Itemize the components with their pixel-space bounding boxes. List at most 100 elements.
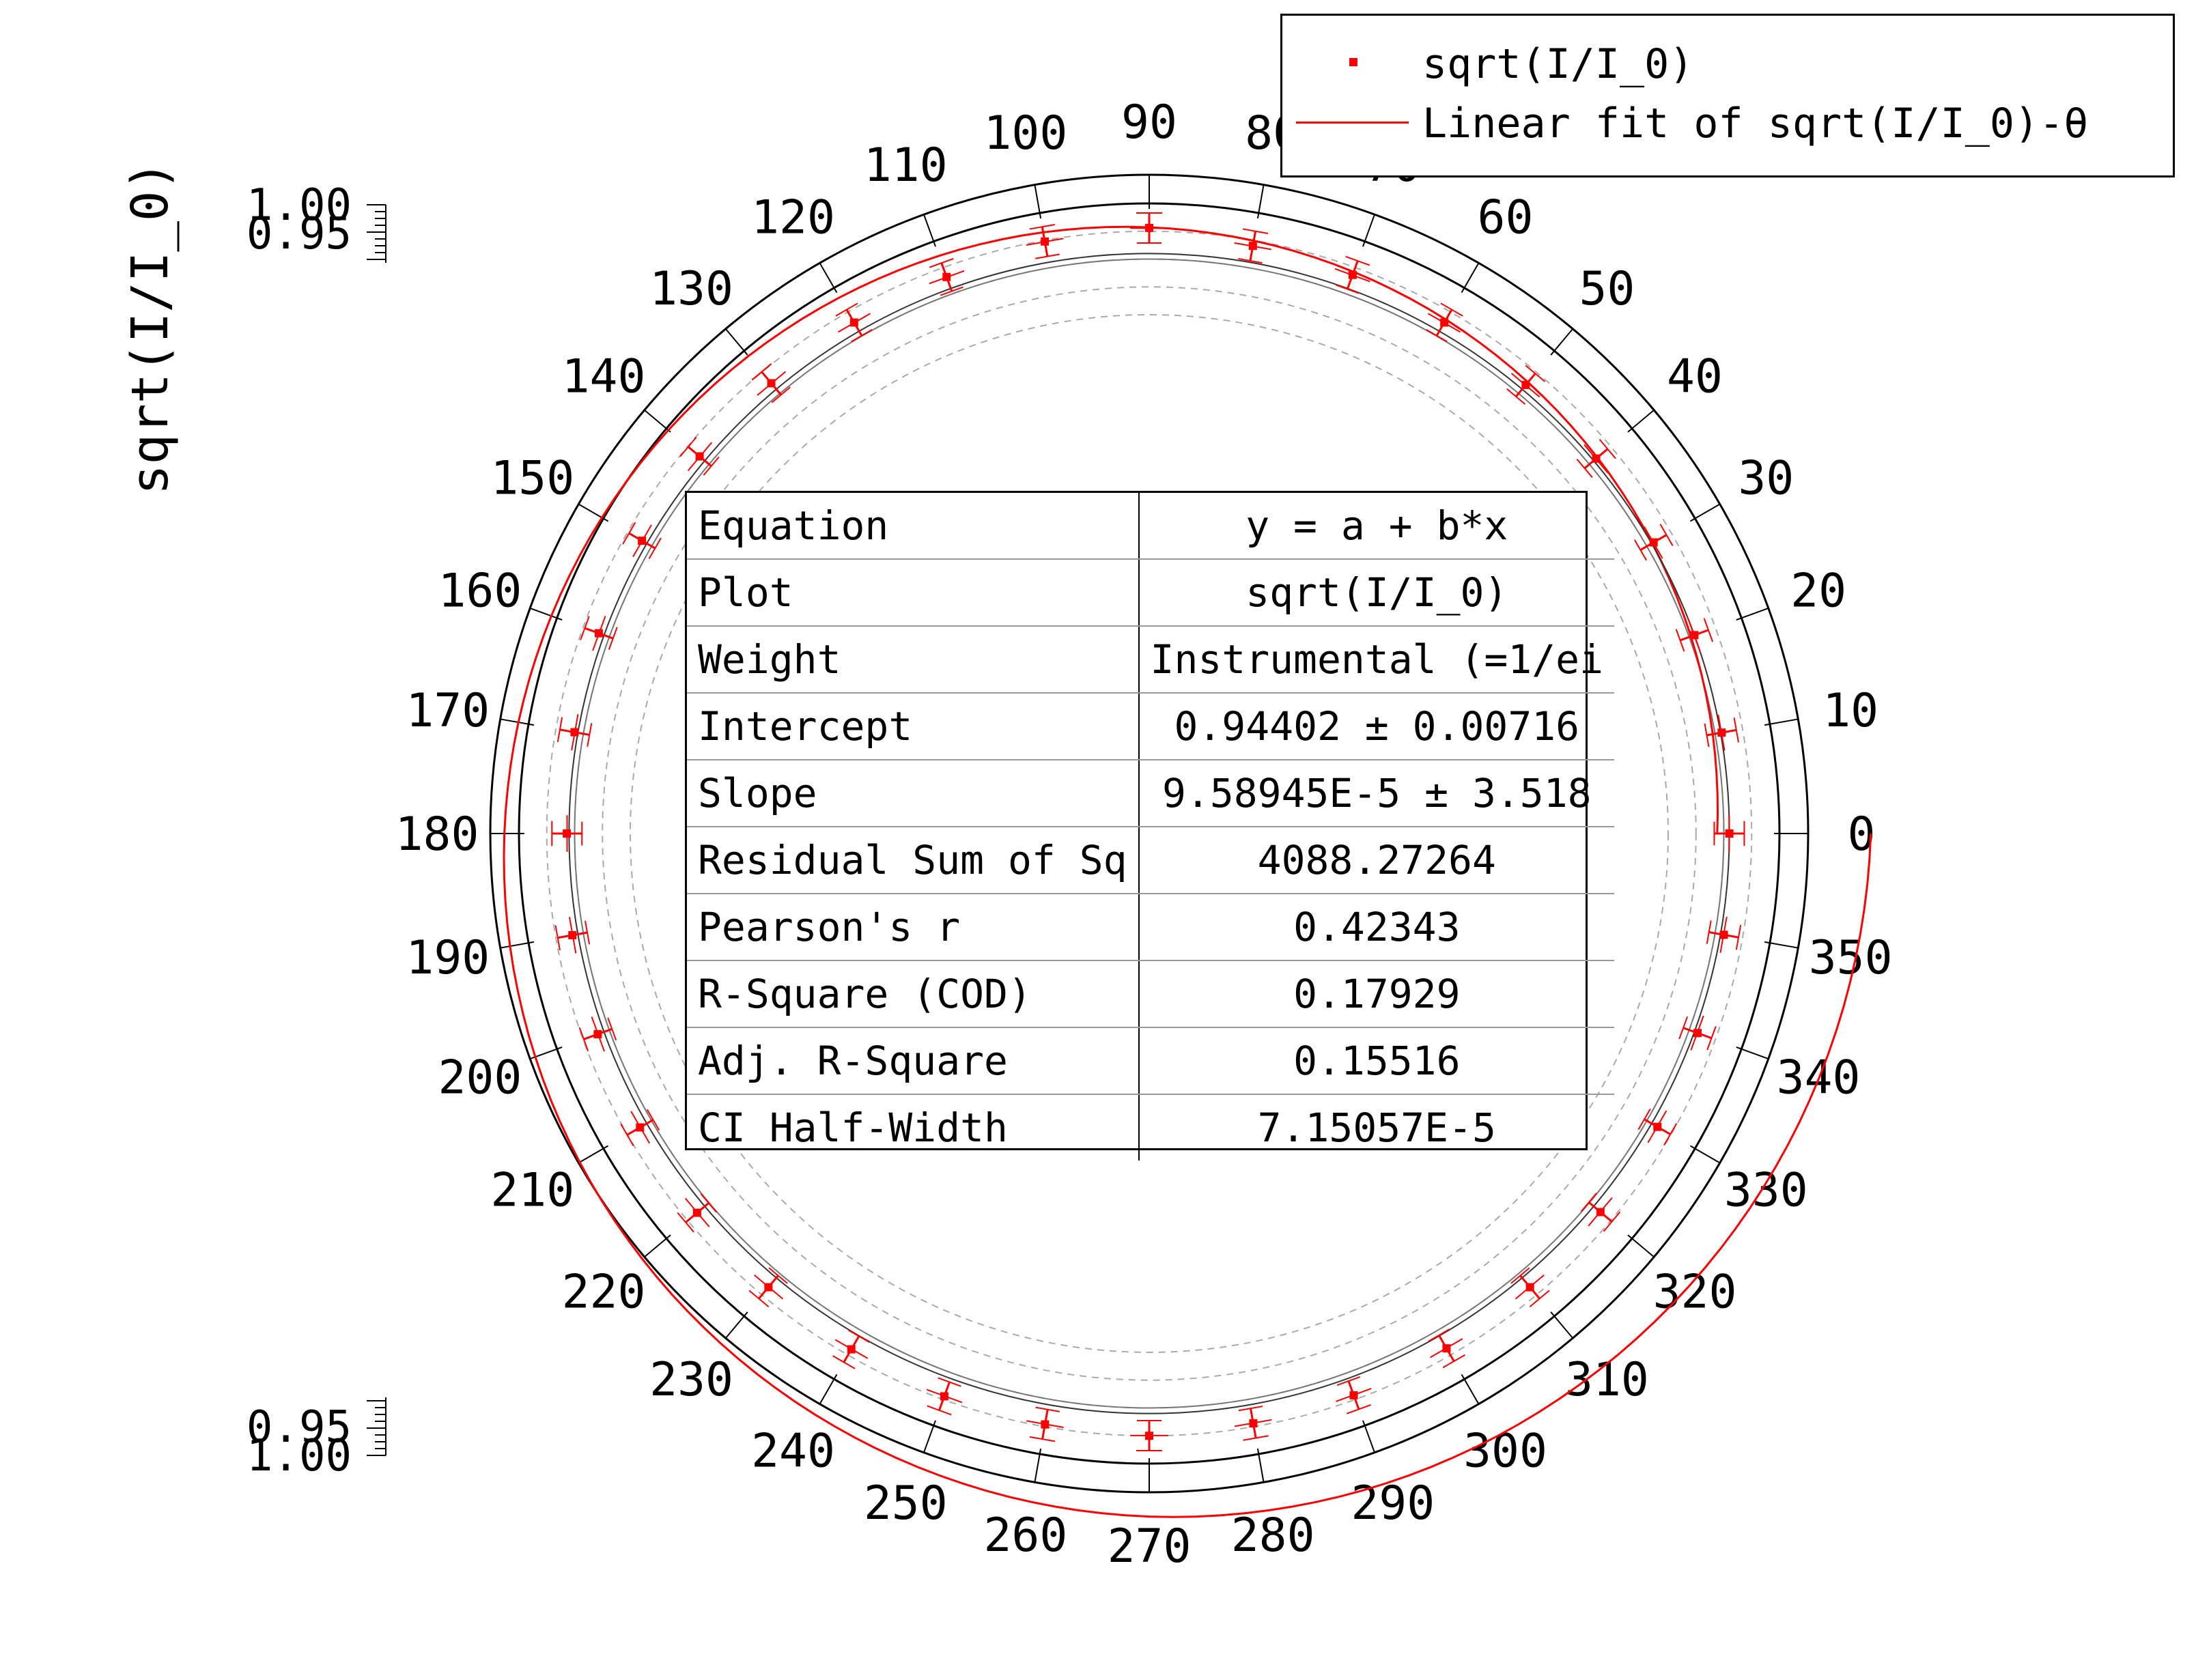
- error-bar-cap: [1029, 1436, 1056, 1442]
- error-bar-cap: [622, 522, 636, 545]
- angle-tick-label: 30: [1738, 452, 1794, 506]
- data-point-marker: [942, 272, 951, 281]
- error-bar-cap: [608, 627, 618, 650]
- radial-tick-label: 1.00: [247, 180, 352, 231]
- data-point: [1580, 1193, 1621, 1232]
- fit-table-label: Adj. R-Square: [687, 1027, 1140, 1095]
- angle-tick: [923, 1420, 936, 1453]
- angle-tick-label: 130: [649, 262, 733, 316]
- radial-tick-label: 0.95: [247, 1402, 352, 1453]
- data-point-marker: [1041, 237, 1050, 246]
- error-bar-cap: [679, 436, 697, 457]
- angle-tick-label: 210: [490, 1164, 574, 1218]
- fit-table-value: Instrumental (=1/ei: [1138, 626, 1615, 694]
- data-point: [1130, 1420, 1168, 1452]
- fit-table-value: 7.15057E-5: [1257, 1105, 1496, 1151]
- angle-tick-label: 110: [864, 139, 948, 193]
- angle-tick: [1550, 1311, 1574, 1339]
- error-bar-cap: [578, 1027, 589, 1052]
- data-point: [557, 714, 593, 751]
- error-bar-cap: [1506, 388, 1526, 405]
- angle-tick-label: 20: [1790, 564, 1846, 618]
- angle-tick-label: 60: [1478, 191, 1534, 245]
- angle-tick-label: 150: [490, 452, 574, 506]
- data-point: [1706, 916, 1742, 953]
- angle-tick-label: 200: [438, 1051, 522, 1105]
- error-bar-cap: [1706, 1026, 1717, 1051]
- angle-tick: [1034, 184, 1042, 219]
- error-bar-cap: [1035, 1406, 1060, 1412]
- error-bar-cap: [1576, 458, 1593, 478]
- data-point-marker: [1649, 538, 1658, 547]
- error-bar-cap: [1706, 920, 1712, 944]
- error-bar-cap: [851, 329, 873, 343]
- error-bar-cap: [607, 1017, 617, 1041]
- y-axis-label-text: sqrt(I/I_0): [121, 160, 180, 496]
- data-point-marker: [1693, 1029, 1702, 1038]
- angle-tick-label: 230: [649, 1353, 733, 1407]
- data-point-marker: [940, 1392, 948, 1401]
- data-point-marker: [692, 1208, 701, 1217]
- angle-tick-label: 310: [1565, 1353, 1649, 1407]
- data-point-marker: [849, 318, 858, 327]
- error-bar-cap: [1663, 1123, 1678, 1146]
- angle-tick: [1550, 328, 1574, 356]
- grid-circle: [546, 230, 1753, 1437]
- data-point: [1026, 1406, 1064, 1442]
- angle-tick-label: 50: [1579, 262, 1635, 316]
- error-bar-cap: [585, 920, 591, 945]
- data-point: [1336, 1376, 1372, 1414]
- fit-table-value: sqrt(I/I_0): [1138, 559, 1615, 627]
- legend-item-fit: Linear fit of sqrt(I/I_0)-θ: [1282, 96, 2173, 150]
- angle-tick: [1689, 1145, 1721, 1164]
- error-bar-cap: [929, 257, 954, 268]
- fit-table-label: Plot: [687, 559, 1140, 627]
- legend-label: Linear fit of sqrt(I/I_0)-θ: [1422, 100, 2089, 147]
- angle-tick: [1764, 718, 1799, 726]
- data-point-marker: [1041, 1420, 1050, 1429]
- error-bar-cap: [1703, 618, 1714, 642]
- angle-tick: [819, 1373, 838, 1405]
- angle-tick: [578, 1145, 609, 1164]
- angle-tick: [1764, 941, 1799, 949]
- data-point-marker: [1249, 1419, 1258, 1428]
- angle-tick: [1461, 1373, 1480, 1405]
- error-bar-cap: [703, 456, 720, 476]
- fit-table-label: Intercept: [687, 693, 1140, 760]
- data-point: [620, 1109, 660, 1146]
- data-point: [1633, 524, 1674, 561]
- error-bar-cap: [847, 1329, 870, 1343]
- radial-axis-top: 1.000.95: [247, 180, 386, 263]
- fit-table-value: 9.58945E-5 ± 3.518: [1138, 760, 1615, 827]
- angle-tick-label: 180: [395, 808, 479, 862]
- data-point: [832, 1329, 870, 1369]
- error-bar-cap: [700, 1193, 717, 1213]
- data-point-marker: [1592, 454, 1601, 463]
- legend-label: sqrt(I/I_0): [1422, 40, 1694, 88]
- error-bar-cap: [938, 1377, 961, 1387]
- fit-table-row: R-Square (COD)0.17929: [687, 960, 1615, 1028]
- fit-table-label: Residual Sum of Sq: [687, 827, 1140, 894]
- legend-point-symbol: [1296, 36, 1409, 91]
- data-point-marker: [1348, 270, 1357, 279]
- angle-tick: [1689, 503, 1721, 522]
- angle-tick-label: 240: [751, 1424, 835, 1478]
- fit-table-value: 0.15516: [1138, 1027, 1615, 1095]
- data-point-marker: [767, 379, 776, 388]
- error-bar-cap: [1637, 1108, 1651, 1130]
- angle-tick: [1034, 1448, 1042, 1483]
- angle-tick: [644, 409, 671, 433]
- data-point: [622, 522, 662, 559]
- data-point: [835, 302, 873, 343]
- data-point-marker: [1248, 242, 1257, 251]
- error-bar-cap: [1346, 1404, 1371, 1414]
- fit-table-label: R-Square (COD): [687, 960, 1140, 1028]
- data-point: [929, 257, 965, 296]
- error-bar-cap: [1440, 302, 1463, 317]
- radial-tick-label: 1.00: [247, 1431, 352, 1481]
- error-bar-cap: [648, 537, 662, 559]
- angle-tick: [1256, 184, 1265, 219]
- data-point-marker: [1596, 1208, 1605, 1216]
